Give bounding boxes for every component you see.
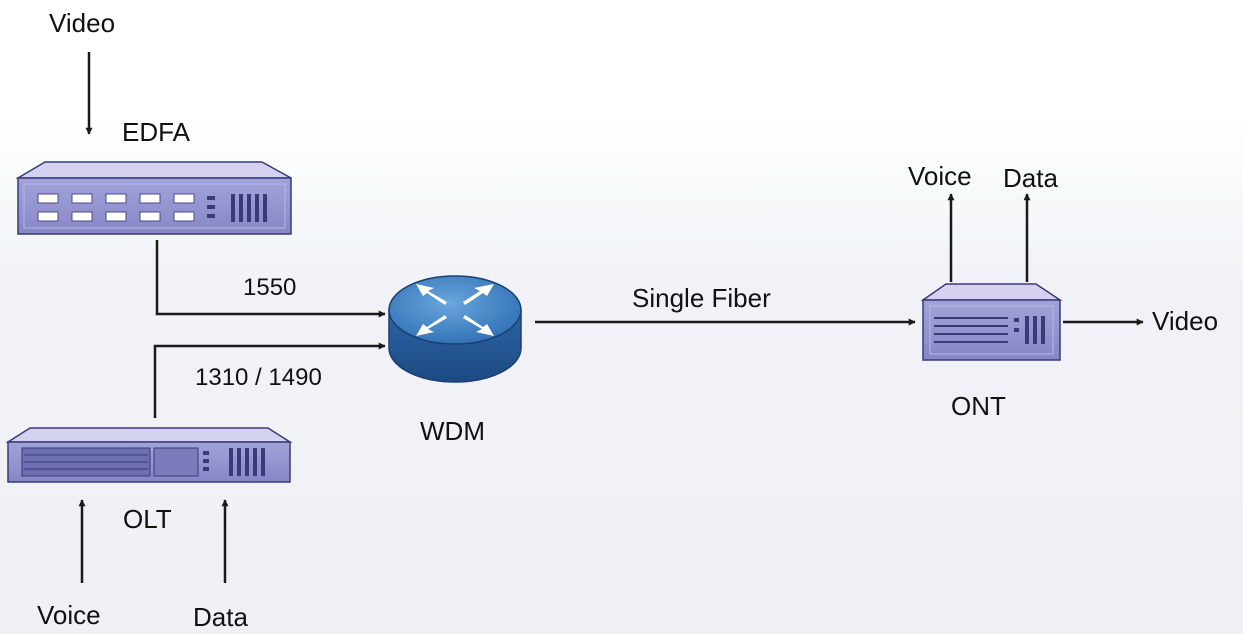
wavelength-1310-1490-label: 1310 / 1490	[195, 364, 322, 391]
edfa-device-icon	[15, 161, 292, 235]
olt-device-icon	[5, 427, 293, 483]
single-fiber-label: Single Fiber	[632, 283, 771, 313]
ont-data-label: Data	[1003, 163, 1058, 193]
olt-voice-label: Voice	[37, 600, 101, 630]
edfa-to-wdm-1550-line	[155, 240, 386, 318]
ont-voice-label: Voice	[908, 161, 972, 191]
edfa-label: EDFA	[122, 117, 190, 147]
olt-data-label: Data	[193, 602, 248, 632]
olt-label: OLT	[123, 504, 172, 534]
connectors	[78, 52, 1144, 583]
wavelength-1550-label: 1550	[243, 274, 297, 301]
ont-device-icon	[920, 283, 1063, 361]
wdm-label: WDM	[420, 416, 485, 446]
olt-to-wdm-1310-1490-line	[153, 342, 386, 418]
wdm-router-icon	[388, 275, 522, 383]
ont-video-label: Video	[1152, 306, 1219, 336]
ont-label: ONT	[951, 391, 1006, 421]
video-input-label: Video	[49, 8, 116, 38]
